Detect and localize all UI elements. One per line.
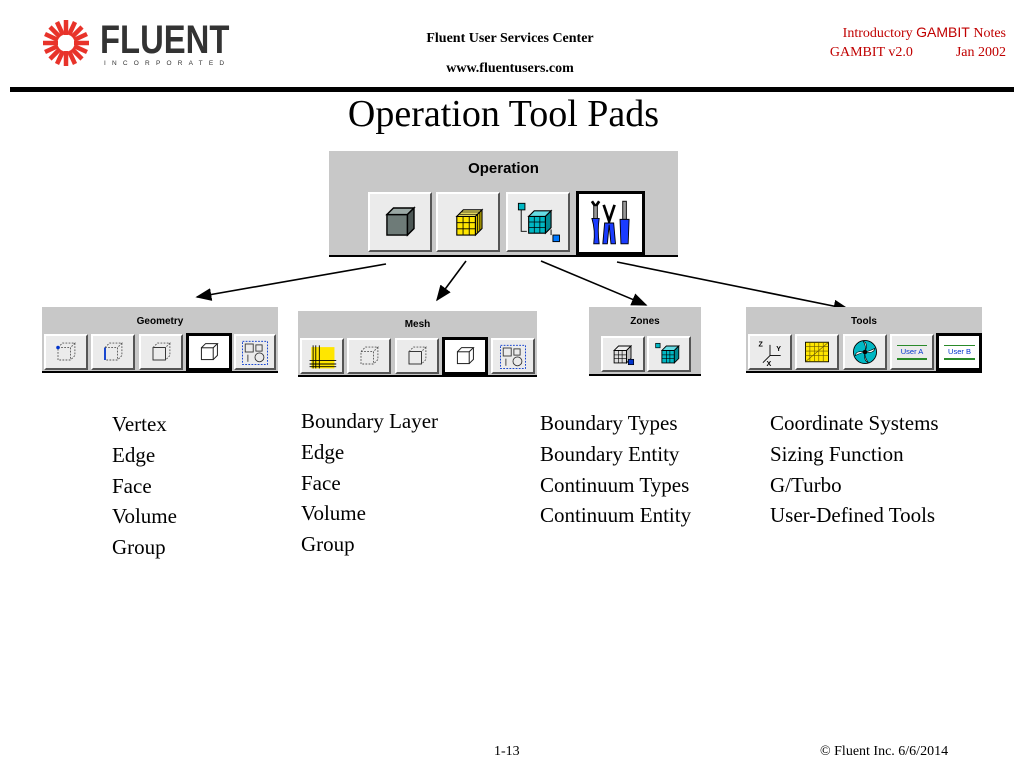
boundary-layer-icon — [309, 345, 337, 369]
list-item: Edge — [301, 439, 345, 464]
arrow-to-geometry — [195, 263, 387, 301]
list-item: Volume — [301, 501, 366, 526]
axis-z-label: Z — [758, 341, 763, 349]
tools-list: Coordinate Systems Sizing Function G/Tur… — [770, 408, 939, 531]
geometry-pad: Geometry — [42, 307, 278, 373]
website-label: www.fluentusers.com — [446, 61, 574, 76]
zones-command-button[interactable] — [506, 192, 570, 252]
mesh-volume-button[interactable] — [442, 337, 488, 375]
list-item: Sizing Function — [770, 441, 904, 466]
tools-sizing-function-button[interactable] — [795, 334, 839, 370]
edge-cube-icon — [360, 346, 379, 365]
list-item: Edge — [112, 442, 156, 467]
list-item: Group — [112, 535, 166, 560]
mesh-list: Boundary Layer Edge Face Volume Group — [301, 406, 438, 560]
user-b-label: User B — [944, 345, 975, 360]
list-item: Group — [301, 532, 355, 557]
geometry-vertex-button[interactable] — [44, 334, 88, 370]
version-line: GAMBIT v2.0 Jan 2002 — [829, 45, 1006, 60]
mesh-pad-title: Mesh — [404, 319, 431, 330]
geometry-list: Vertex Edge Face Volume Group — [112, 409, 177, 563]
header-right: Introductory GAMBIT Notes GAMBIT v2.0 Ja… — [780, 23, 1006, 62]
sizing-function-icon — [805, 341, 829, 363]
turbo-fan-icon — [853, 340, 877, 364]
logo-wordmark: FLUENT — [100, 18, 230, 62]
face-cube-icon — [152, 342, 171, 361]
mesh-pad: Mesh — [298, 311, 537, 377]
group-shapes-icon — [242, 340, 268, 365]
zones-cube-icon — [517, 202, 560, 243]
page-number: 1-13 — [494, 744, 520, 759]
geometry-face-button[interactable] — [139, 334, 183, 370]
list-item: Volume — [112, 504, 177, 529]
face-cube-icon — [408, 346, 427, 365]
continuum-zone-icon — [655, 342, 680, 364]
tools-pad-title: Tools — [851, 316, 877, 327]
zones-continuum-button[interactable] — [647, 336, 691, 372]
vertex-cube-icon — [56, 342, 76, 361]
axis-x-label: X — [766, 360, 771, 368]
header-divider — [10, 87, 1014, 92]
copyright: © Fluent Inc. 6/6/2014 — [820, 744, 949, 759]
mesh-edge-button[interactable] — [347, 338, 391, 374]
tools-wrench-icon — [590, 200, 630, 245]
mesh-cube-icon — [455, 208, 484, 237]
list-item: Continuum Entity — [540, 503, 692, 528]
user-a-label: User A — [897, 345, 927, 360]
geometry-pad-title: Geometry — [136, 316, 184, 327]
services-center-label: Fluent User Services Center — [426, 31, 594, 46]
list-item: Coordinate Systems — [770, 411, 939, 435]
operation-pad-title: Operation — [468, 160, 539, 177]
arrow-to-tools — [616, 261, 850, 313]
zones-pad: Zones — [589, 307, 701, 376]
mesh-command-button[interactable] — [436, 192, 500, 252]
header-center: Fluent User Services Center www.fluentus… — [360, 24, 660, 84]
list-item: User-Defined Tools — [770, 503, 936, 528]
fluent-starburst-icon — [43, 20, 89, 66]
boundary-zone-icon — [613, 344, 635, 366]
solid-cube-icon — [385, 206, 416, 237]
list-item: Vertex — [112, 412, 167, 436]
zones-list: Boundary Types Boundary Entity Continuum… — [540, 408, 691, 531]
tools-command-button[interactable] — [576, 191, 645, 255]
list-item: Face — [301, 470, 341, 495]
tools-pad: Tools Z Y X User A User B — [746, 307, 982, 373]
arrow-to-mesh — [436, 260, 467, 302]
geometry-volume-button[interactable] — [186, 333, 232, 371]
volume-cube-icon — [456, 347, 475, 365]
logo-subtitle: INCORPORATED — [104, 60, 231, 67]
zones-boundary-button[interactable] — [601, 336, 645, 372]
group-shapes-icon — [500, 344, 526, 369]
fluent-logo — [42, 18, 232, 68]
list-item: Boundary Types — [540, 411, 678, 435]
tools-user-a-button[interactable]: User A — [890, 334, 934, 370]
mesh-face-button[interactable] — [395, 338, 439, 374]
coordinate-axes-icon: Z Y X — [758, 341, 781, 368]
mesh-boundary-layer-button[interactable] — [300, 338, 344, 374]
geometry-edge-button[interactable] — [91, 334, 135, 370]
list-item: Boundary Entity — [540, 441, 680, 466]
page-title: Operation Tool Pads — [347, 93, 660, 135]
zones-pad-title: Zones — [630, 316, 660, 327]
operation-pad: Operation — [329, 151, 678, 257]
tools-user-b-button[interactable]: User B — [936, 333, 982, 371]
notes-title: Introductory GAMBIT Notes — [842, 24, 1006, 41]
arrow-to-zones — [540, 260, 648, 306]
volume-cube-icon — [200, 343, 219, 361]
mesh-group-button[interactable] — [491, 338, 535, 374]
edge-cube-icon — [104, 342, 123, 361]
geometry-group-button[interactable] — [234, 334, 276, 370]
list-item: Boundary Layer — [301, 409, 439, 433]
tools-gturbo-button[interactable] — [843, 334, 887, 370]
axis-y-label: Y — [776, 345, 781, 353]
geometry-command-button[interactable] — [368, 192, 432, 252]
tools-coordinate-system-button[interactable]: Z Y X — [748, 334, 792, 370]
list-item: Face — [112, 473, 152, 498]
list-item: Continuum Types — [540, 472, 690, 497]
list-item: G/Turbo — [770, 472, 842, 497]
